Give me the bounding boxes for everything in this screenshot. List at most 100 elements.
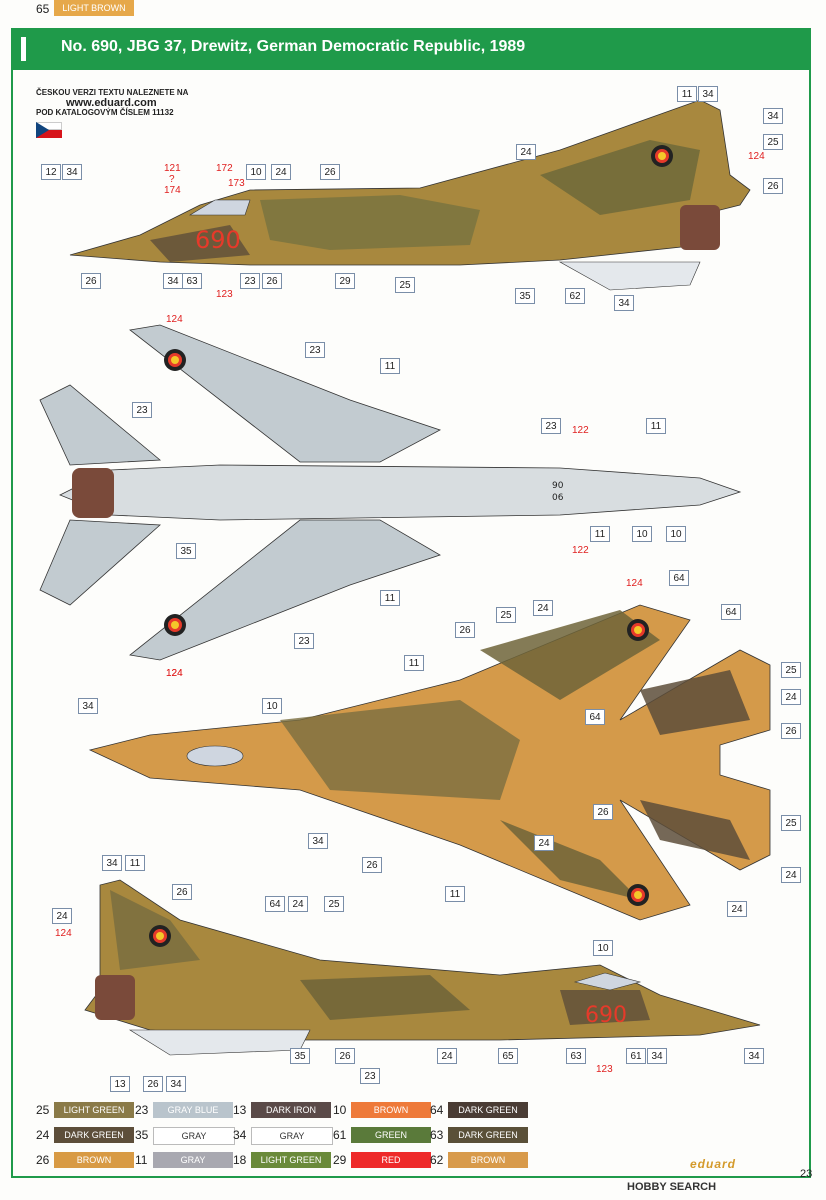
legend-color-number: 35 xyxy=(135,1128,149,1142)
side-top-red-callout: 121 xyxy=(164,163,181,174)
legend-swatch: DARK GREEN xyxy=(448,1127,528,1143)
bottom-view-callout: 11 xyxy=(380,590,400,606)
side-bottom-callout: 25 xyxy=(324,896,344,912)
top-view-callout: 24 xyxy=(727,901,747,917)
top-view-callout: 26 xyxy=(362,857,382,873)
top-view-callout: 26 xyxy=(781,723,801,739)
side-bottom-callout: 61 xyxy=(626,1048,646,1064)
bottom-view-red-callout: 122 xyxy=(572,545,589,556)
side-top-callout: 34 xyxy=(763,108,783,124)
top-view-callout: 34 xyxy=(308,833,328,849)
side-top-callout: 29 xyxy=(335,273,355,289)
side-top-callout: 23 xyxy=(240,273,260,289)
side-view-right: 690 xyxy=(84,879,761,1056)
top-view-callout: 24 xyxy=(533,600,553,616)
side-top-callout: 63 xyxy=(182,273,202,289)
side-bottom-callout: 34 xyxy=(744,1048,764,1064)
side-top-callout: 26 xyxy=(262,273,282,289)
svg-text:690: 690 xyxy=(195,226,241,254)
side-top-red-callout: 124 xyxy=(748,151,765,162)
legend-color-number: 29 xyxy=(333,1153,347,1167)
top-view-callout: 24 xyxy=(534,835,554,851)
frame-bottom xyxy=(11,1176,811,1178)
legend-swatch: BROWN xyxy=(351,1102,431,1118)
czech-note: ČESKOU VERZI TEXTU NALEZNETE NA www.edua… xyxy=(36,88,188,118)
legend-color-number: 62 xyxy=(430,1153,444,1167)
side-bottom-callout: 13 xyxy=(110,1076,130,1092)
legend-swatch: LIGHT GREEN xyxy=(54,1102,134,1118)
legend-color-number: 65 xyxy=(36,2,50,16)
svg-text:06: 06 xyxy=(552,493,564,503)
bottom-view-callout: 23 xyxy=(294,633,314,649)
side-bottom-callout: 26 xyxy=(143,1076,163,1092)
page-header: No. 690, JBG 37, Drewitz, German Democra… xyxy=(11,28,811,70)
top-view-callout: 24 xyxy=(781,867,801,883)
hobbysearch-watermark: HOBBY SEARCH xyxy=(627,1181,717,1193)
side-top-callout: 26 xyxy=(320,164,340,180)
side-bottom-callout: 35 xyxy=(290,1048,310,1064)
svg-text:90: 90 xyxy=(552,481,564,491)
legend-swatch: RED xyxy=(351,1152,431,1168)
legend-color-number: 24 xyxy=(36,1128,50,1142)
top-view-callout: 64 xyxy=(585,709,605,725)
underside-view: 90 06 xyxy=(39,324,742,661)
svg-text:690: 690 xyxy=(585,1003,627,1028)
bottom-view-callout: 10 xyxy=(632,526,652,542)
side-top-callout: 62 xyxy=(565,288,585,304)
side-top-callout: 12 xyxy=(41,164,61,180)
side-bottom-callout: 65 xyxy=(498,1048,518,1064)
bottom-view-callout: 23 xyxy=(132,402,152,418)
top-view-callout: 26 xyxy=(593,804,613,820)
bottom-view-callout: 23 xyxy=(541,418,561,434)
top-view-callout: 25 xyxy=(781,662,801,678)
side-bottom-callout: 24 xyxy=(437,1048,457,1064)
side-view-left: 690 xyxy=(69,99,751,291)
legend-swatch: BROWN xyxy=(54,1152,134,1168)
top-view-red-callout: 124 xyxy=(166,668,183,679)
top-view-callout: 25 xyxy=(496,607,516,623)
side-top-callout: 24 xyxy=(516,144,536,160)
top-view xyxy=(88,604,771,921)
side-bottom-callout: 34 xyxy=(102,855,122,871)
legend-color-number: 18 xyxy=(233,1153,247,1167)
side-top-callout: 26 xyxy=(81,273,101,289)
bottom-view-callout: 35 xyxy=(176,543,196,559)
top-view-red-callout: 124 xyxy=(626,578,643,589)
legend-swatch: LIGHT BROWN xyxy=(54,0,134,16)
legend-color-number: 26 xyxy=(36,1153,50,1167)
page-title: No. 690, JBG 37, Drewitz, German Democra… xyxy=(61,38,526,55)
side-bottom-callout: 64 xyxy=(265,896,285,912)
side-bottom-callout: 63 xyxy=(566,1048,586,1064)
czech-flag-icon xyxy=(36,122,62,138)
side-top-callout: 25 xyxy=(395,277,415,293)
header-accent-bar xyxy=(21,37,26,61)
legend-swatch: GRAY xyxy=(153,1152,233,1168)
czech-note-line1: ČESKOU VERZI TEXTU NALEZNETE NA xyxy=(36,88,189,97)
side-top-callout: 11 xyxy=(677,86,697,102)
legend-color-number: 61 xyxy=(333,1128,347,1142)
side-bottom-callout: 26 xyxy=(172,884,192,900)
side-bottom-callout: 26 xyxy=(335,1048,355,1064)
bottom-view-red-callout: 122 xyxy=(572,425,589,436)
side-bottom-callout: 24 xyxy=(288,896,308,912)
top-view-callout: 64 xyxy=(669,570,689,586)
page-number: 23 xyxy=(800,1168,813,1180)
legend-color-number: 11 xyxy=(135,1153,148,1167)
side-top-red-callout: 174 xyxy=(164,185,181,196)
top-view-callout: 10 xyxy=(262,698,282,714)
side-bottom-callout: 34 xyxy=(647,1048,667,1064)
bottom-view-red-callout: 124 xyxy=(166,668,183,679)
bottom-view-callout: 11 xyxy=(590,526,610,542)
legend-swatch: DARK GREEN xyxy=(448,1102,528,1118)
side-top-callout: 34 xyxy=(698,86,718,102)
bottom-view-callout: 11 xyxy=(646,418,666,434)
czech-note-line3: POD KATALOGOVÝM ČÍSLEM 11132 xyxy=(36,108,174,117)
top-view-callout: 64 xyxy=(721,604,741,620)
top-view-callout: 11 xyxy=(445,886,465,902)
top-view-callout: 25 xyxy=(781,815,801,831)
czech-note-url[interactable]: www.eduard.com xyxy=(66,97,157,109)
side-bottom-callout: 10 xyxy=(593,940,613,956)
legend-swatch: DARK IRON xyxy=(251,1102,331,1118)
legend-color-number: 63 xyxy=(430,1128,444,1142)
